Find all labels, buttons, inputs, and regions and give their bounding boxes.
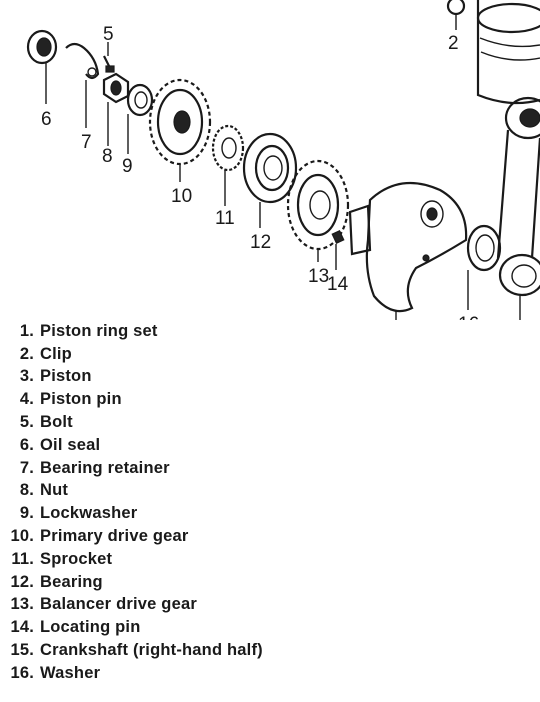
parts-legend: 1.Piston ring set 2.Clip 3.Piston 4.Pist… bbox=[0, 320, 263, 685]
legend-item: 2.Clip bbox=[19, 344, 72, 363]
legend-item: 5.Bolt bbox=[19, 413, 73, 432]
legend-label: Primary drive gear bbox=[40, 527, 189, 546]
callout-5: 5 bbox=[103, 24, 114, 45]
callout-16: 16 bbox=[458, 314, 479, 320]
legend-label: Bearing retainer bbox=[40, 458, 170, 477]
legend-label: Oil seal bbox=[40, 435, 101, 454]
callout-9: 9 bbox=[122, 156, 133, 177]
legend-label: Nut bbox=[40, 481, 69, 500]
legend-item: 7.Bearing retainer bbox=[19, 458, 170, 477]
exploded-parts-diagram: 2 5 6 7 8 9 10 11 12 13 14 15 16 17 bbox=[26, 0, 540, 320]
callout-14: 14 bbox=[327, 274, 349, 295]
legend-item: 14.Locating pin bbox=[10, 618, 141, 637]
callout-6: 6 bbox=[41, 109, 52, 130]
legend-label: Bearing bbox=[40, 572, 103, 591]
legend-label: Crankshaft (right-hand half) bbox=[40, 641, 263, 660]
legend-label: Piston bbox=[40, 367, 92, 386]
legend-item: 4.Piston pin bbox=[19, 390, 122, 409]
legend-label: Washer bbox=[40, 663, 101, 682]
legend-label: Piston ring set bbox=[40, 321, 158, 340]
part-primary-drive-gear bbox=[148, 78, 212, 166]
part-oil-seal bbox=[26, 29, 58, 65]
legend-item: 11.Sprocket bbox=[11, 549, 113, 568]
legend-item: 6.Oil seal bbox=[19, 435, 101, 454]
part-nut bbox=[102, 72, 130, 104]
callout-2: 2 bbox=[448, 33, 459, 54]
legend-item: 16.Washer bbox=[10, 663, 101, 682]
part-lockwasher bbox=[126, 83, 154, 117]
callout-11: 11 bbox=[215, 208, 235, 229]
part-locating-pin bbox=[331, 229, 345, 245]
legend-item: 15.Crankshaft (right-hand half) bbox=[10, 641, 263, 660]
legend-item: 13.Balancer drive gear bbox=[10, 595, 197, 614]
legend-item: 10.Primary drive gear bbox=[10, 527, 189, 546]
legend-label: Locating pin bbox=[40, 618, 141, 637]
callout-8: 8 bbox=[102, 146, 113, 167]
part-clip bbox=[446, 0, 466, 16]
legend-item: 8.Nut bbox=[19, 481, 69, 500]
part-connecting-rod bbox=[496, 96, 540, 297]
legend-label: Bolt bbox=[40, 413, 73, 432]
legend-item: 12.Bearing bbox=[10, 572, 103, 591]
callout-7: 7 bbox=[81, 132, 92, 153]
leader-lines bbox=[45, 14, 521, 320]
legend-label: Clip bbox=[40, 344, 72, 363]
legend-item: 9.Lockwasher bbox=[19, 504, 138, 523]
legend-label: Piston pin bbox=[40, 390, 122, 409]
callout-13: 13 bbox=[308, 266, 329, 287]
legend-item: 3.Piston bbox=[19, 367, 92, 386]
part-bearing bbox=[242, 132, 298, 204]
part-crankshaft bbox=[348, 181, 468, 313]
legend-item: 1.Piston ring set bbox=[19, 321, 158, 340]
part-piston bbox=[476, 0, 540, 105]
part-sprocket bbox=[211, 124, 245, 172]
legend-label: Sprocket bbox=[40, 549, 113, 568]
legend-label: Balancer drive gear bbox=[40, 595, 197, 614]
legend-label: Lockwasher bbox=[40, 504, 138, 523]
callout-10: 10 bbox=[171, 186, 192, 207]
callout-labels: 2 5 6 7 8 9 10 11 12 13 14 15 16 17 bbox=[41, 24, 479, 320]
callout-12: 12 bbox=[250, 232, 271, 253]
part-bolt bbox=[103, 55, 115, 73]
part-bearing-retainer bbox=[65, 42, 100, 80]
part-washer bbox=[466, 224, 502, 272]
